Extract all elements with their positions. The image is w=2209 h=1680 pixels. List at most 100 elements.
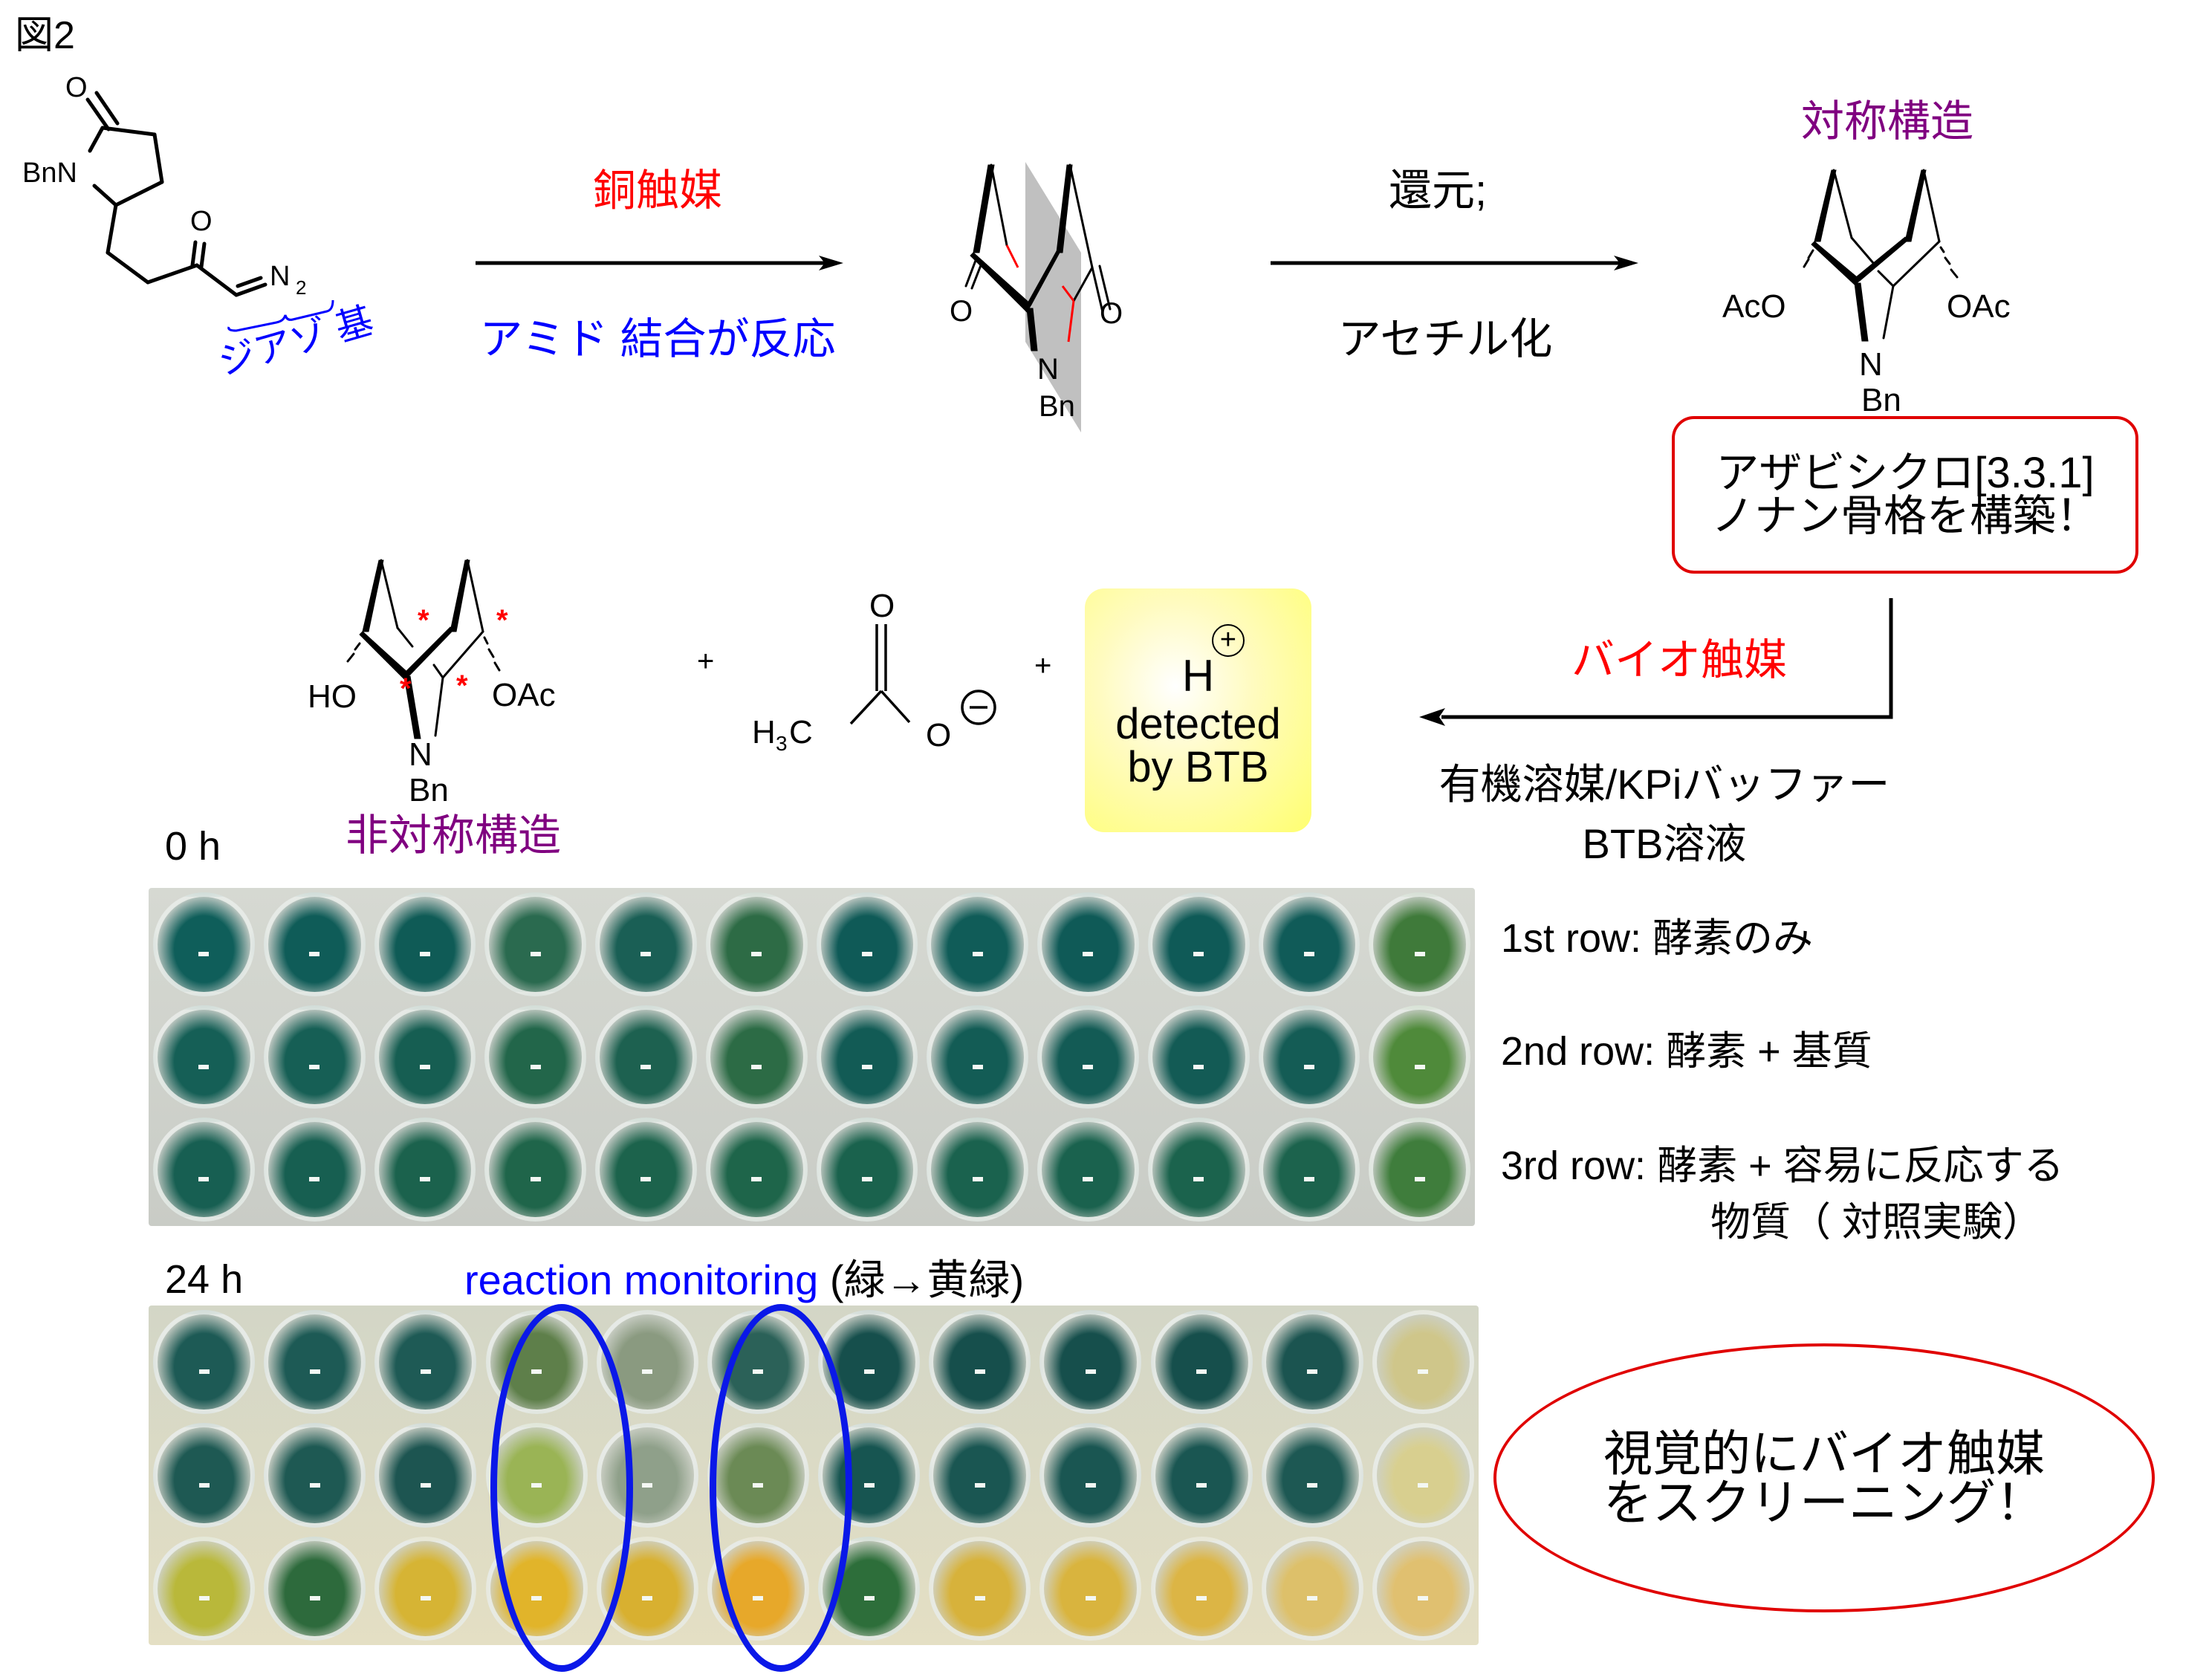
well-reflection	[530, 952, 541, 957]
well-reflection	[309, 1482, 320, 1488]
well-reflection	[198, 1064, 210, 1069]
well	[1372, 1536, 1474, 1641]
well	[264, 1310, 366, 1415]
well	[1037, 1118, 1139, 1222]
well-reflection	[309, 1369, 320, 1375]
well	[1039, 1310, 1142, 1415]
well	[153, 1423, 256, 1528]
acetylation-label: アセチル化	[1337, 315, 1553, 363]
well	[929, 1423, 1031, 1528]
well	[1147, 1118, 1250, 1222]
well	[1037, 892, 1139, 996]
azabicyclo-callout: アザビシクロ[3.3.1] ノナン骨格を構築！	[1672, 416, 2138, 574]
well	[705, 1005, 808, 1109]
well	[927, 1005, 1028, 1109]
acetate-methyl-h: H	[752, 714, 776, 750]
well	[929, 1310, 1031, 1415]
well	[1261, 1310, 1363, 1415]
well	[1147, 892, 1250, 996]
well	[816, 1005, 918, 1109]
summary-line-2: をスクリーニング！	[1603, 1475, 2045, 1530]
desym-nitrogen: N	[409, 736, 432, 773]
proton-detection-box: H + detected by BTB	[1085, 588, 1311, 832]
acetate-oxide: O	[926, 717, 951, 753]
well-reflection	[642, 1482, 653, 1488]
well	[374, 1310, 477, 1415]
acetate-carbonyl-o: O	[869, 588, 895, 624]
well-reflection	[1303, 1064, 1314, 1069]
well-reflection	[1196, 1369, 1207, 1375]
well-reflection	[972, 1064, 983, 1069]
well-reflection	[1303, 1177, 1314, 1182]
acetate-carbon: C	[789, 714, 813, 750]
well-reflection	[974, 1369, 985, 1375]
well-reflection	[1307, 1482, 1318, 1488]
desym-benzyl: Bn	[409, 772, 449, 808]
well	[153, 1310, 256, 1415]
well-reflection	[640, 1064, 652, 1069]
acetate-structure: O H 3 C O	[752, 588, 996, 755]
well-reflection	[1307, 1596, 1318, 1601]
well	[263, 1118, 366, 1222]
btb-solution-label: BTB溶液	[1582, 820, 1747, 867]
well-reflection	[1196, 1482, 1207, 1488]
well	[374, 1005, 476, 1109]
intermediate-right-oxygen: O	[1100, 297, 1123, 330]
summary-line-1: 視覚的にバイオ触媒	[1603, 1426, 2045, 1481]
well	[1369, 1118, 1470, 1222]
well	[1258, 892, 1360, 996]
caption-color-change: (緑→黄緑)	[829, 1256, 1025, 1303]
well-reflection	[1303, 952, 1314, 957]
well-plate-photo-0h	[149, 888, 1475, 1226]
product-acetoxy-right: OAc	[1947, 288, 2011, 325]
brace-icon	[227, 299, 334, 332]
copper-catalyst-label: 銅触媒	[592, 166, 723, 215]
well-reflection	[863, 1596, 875, 1601]
well-reflection	[1085, 1482, 1096, 1488]
well	[264, 1423, 366, 1528]
well-reflection	[1083, 1064, 1094, 1069]
callout-line-1: アザビシクロ[3.3.1]	[1716, 449, 2095, 497]
time-label-24h: 24 h	[165, 1257, 244, 1302]
well	[1150, 1536, 1253, 1641]
well	[263, 892, 366, 996]
legend-row-2: 2nd row: 酵素 + 基質	[1501, 1029, 1872, 1074]
well-reflection	[198, 1177, 210, 1182]
intermediate-benzyl: Bn	[1039, 390, 1075, 423]
well-reflection	[198, 1369, 210, 1375]
diazo-subscript: 2	[296, 276, 306, 299]
well-reflection	[861, 1177, 872, 1182]
well-reflection	[1414, 952, 1425, 957]
well-reflection	[1085, 1369, 1096, 1375]
well	[929, 1536, 1031, 1641]
well-reflection	[1193, 1064, 1204, 1069]
intermediate-structure: O O N Bn	[950, 162, 1123, 432]
reaction-arrow-1	[476, 256, 843, 270]
well	[374, 892, 476, 996]
well-reflection	[863, 1482, 875, 1488]
well-reflection	[640, 952, 652, 957]
well-reflection	[309, 1596, 320, 1601]
well-reflection	[1418, 1596, 1429, 1601]
callout-line-2: ノナン骨格を構築！	[1710, 492, 2099, 540]
well	[263, 1005, 366, 1109]
intermediate-left-oxygen: O	[950, 295, 973, 328]
product-acetoxy-left: AcO	[1722, 288, 1786, 325]
plus-sign: +	[1034, 649, 1052, 682]
well-reflection	[751, 952, 762, 957]
well-reflection	[420, 1596, 431, 1601]
plus-sign: +	[697, 645, 715, 678]
reaction-arrow-2	[1271, 256, 1638, 270]
well	[1150, 1423, 1253, 1528]
ketone-oxygen: O	[190, 206, 213, 237]
well	[484, 892, 586, 996]
well	[1369, 1005, 1470, 1109]
well-reflection	[1414, 1177, 1425, 1182]
well-reflection	[863, 1369, 875, 1375]
stereocenter-mark: *	[400, 672, 412, 705]
well	[816, 1118, 918, 1222]
well-reflection	[751, 1064, 762, 1069]
well	[927, 1118, 1028, 1222]
well-reflection	[1418, 1369, 1429, 1375]
well	[484, 1118, 586, 1222]
